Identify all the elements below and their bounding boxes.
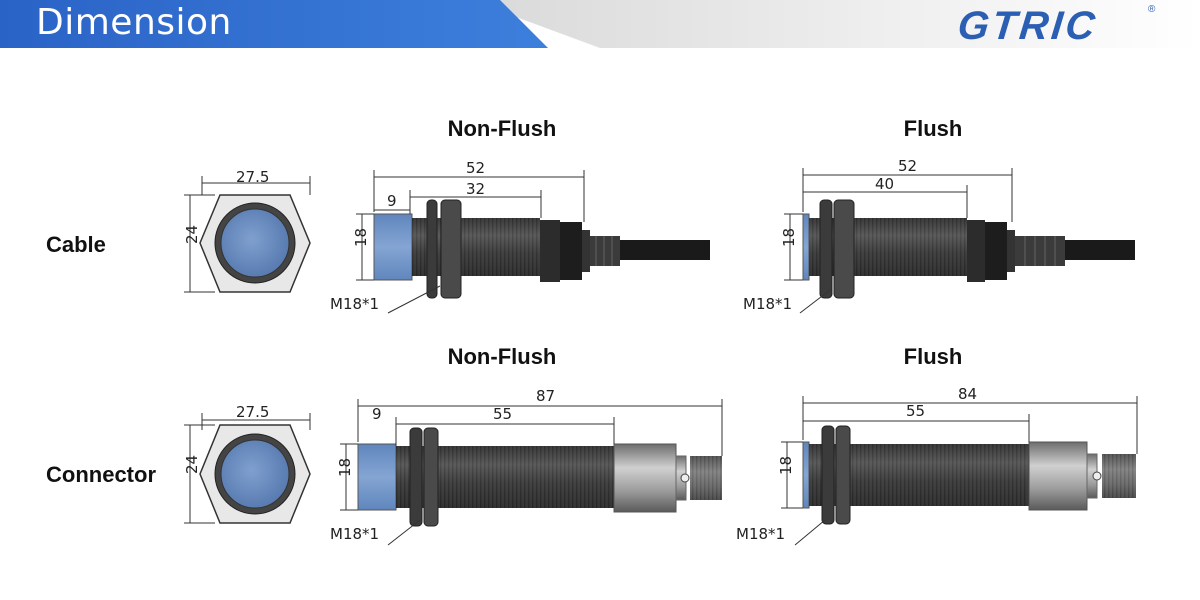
cable-nonflush-dia-label: 18: [352, 228, 370, 247]
connector-front-view: 27.5 24: [183, 403, 311, 524]
cable-flush-thread-label: M18*1: [743, 295, 792, 313]
cable-nonflush-body-label: 32: [466, 180, 485, 198]
header-band: [0, 0, 1200, 48]
cable-flush-sensor: 52 40 18 M18*1: [743, 157, 1135, 314]
cable-nonflush-cap-label: 9: [387, 192, 397, 210]
connector-nonflush-cap-label: 9: [372, 405, 382, 423]
connector-nonflush-body-label: 55: [493, 405, 512, 423]
cable-flush-dia-label: 18: [780, 228, 798, 247]
connector-nonflush-sensor: 87 55 9 18 M18*1: [330, 387, 723, 546]
heading-connector-flush: Flush: [903, 344, 963, 369]
connector-flush-sensor: 84 55 18 M18*1: [736, 385, 1138, 546]
heading-connector-nonflush: Non-Flush: [447, 344, 557, 369]
connector-front-height-label: 24: [183, 455, 201, 474]
cable-flush-body-label: 40: [875, 175, 894, 193]
row-label-cable: Cable: [46, 232, 106, 257]
cable-nonflush-sensor: 52 32 9 18 M18*1: [330, 159, 710, 314]
connector-flush-dia-label: 18: [777, 456, 795, 475]
connector-nonflush-total-label: 87: [536, 387, 555, 405]
connector-flush-thread-label: M18*1: [736, 525, 785, 543]
connector-flush-body-label: 55: [906, 402, 925, 420]
connector-nonflush-thread-label: M18*1: [330, 525, 379, 543]
row-label-connector: Connector: [46, 462, 156, 487]
connector-front-width-label: 27.5: [236, 403, 269, 421]
cable-front-height-label: 24: [183, 225, 201, 244]
cable-nonflush-thread-label: M18*1: [330, 295, 379, 313]
cable-nonflush-total-label: 52: [466, 159, 485, 177]
cable-front-width-label: 27.5: [236, 168, 269, 186]
connector-flush-total-label: 84: [958, 385, 977, 403]
cable-front-view: 27.5 24: [183, 168, 311, 293]
connector-nonflush-dia-label: 18: [336, 458, 354, 477]
registered-mark: ®: [1148, 4, 1156, 15]
heading-cable-nonflush: Non-Flush: [447, 116, 557, 141]
heading-cable-flush: Flush: [903, 116, 963, 141]
page-title: Dimension: [36, 2, 232, 43]
cable-flush-total-label: 52: [898, 157, 917, 175]
